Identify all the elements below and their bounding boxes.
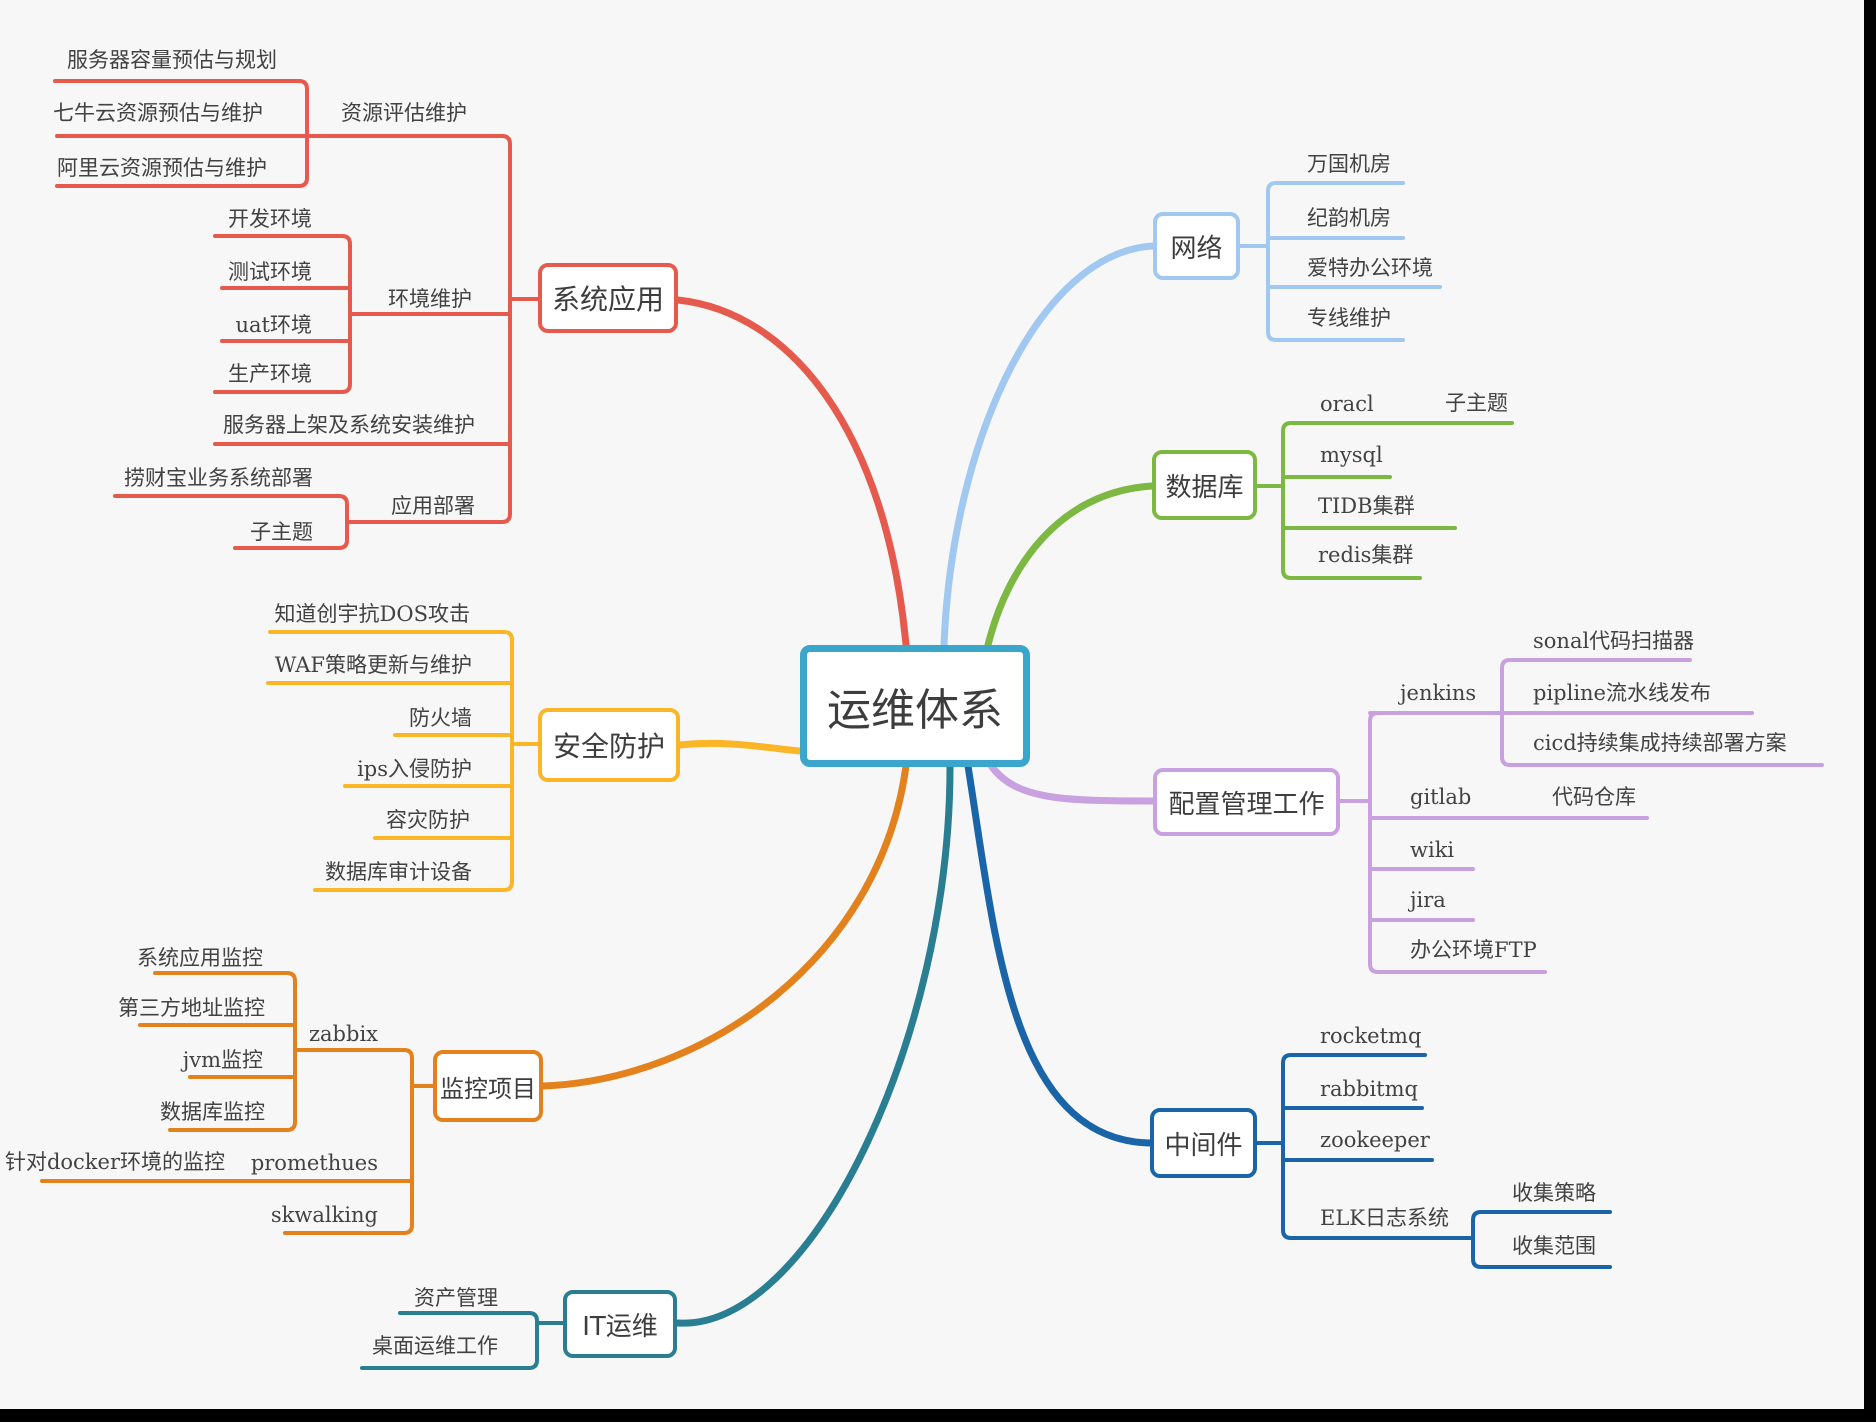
topic-db-audit[interactable]: 数据库审计设备	[325, 860, 472, 884]
topic-app-deploy[interactable]: 应用部署	[391, 494, 475, 518]
branch-node-network[interactable]: 网络	[1153, 212, 1240, 280]
topic-jvm-monitor[interactable]: jvm监控	[182, 1048, 263, 1072]
topic-elk-log-system[interactable]: ELK日志系统	[1320, 1206, 1449, 1230]
topic-collect-scope[interactable]: 收集范围	[1512, 1234, 1596, 1258]
topic-asset-mgmt[interactable]: 资产管理	[414, 1286, 498, 1310]
topic-jiyun-idc[interactable]: 纪韵机房	[1307, 206, 1391, 230]
branch-node-config-mgmt[interactable]: 配置管理工作	[1153, 768, 1340, 836]
topic-collect-strategy[interactable]: 收集策略	[1512, 1181, 1596, 1205]
branch-node-database[interactable]: 数据库	[1152, 450, 1257, 520]
topic-redis-cluster[interactable]: redis集群	[1318, 543, 1414, 567]
branch-node-monitoring[interactable]: 监控项目	[433, 1050, 543, 1122]
branch-node-middleware[interactable]: 中间件	[1150, 1108, 1257, 1178]
topic-mysql[interactable]: mysql	[1320, 443, 1383, 467]
branch-lines-middleware	[964, 762, 1612, 1269]
topic-laocaibao-deploy[interactable]: 捞财宝业务系统部署	[124, 466, 313, 490]
branch-lines-system-app	[53, 79, 910, 649]
topic-zabbix[interactable]: zabbix	[308, 1022, 378, 1046]
topic-desktop-ops[interactable]: 桌面运维工作	[372, 1334, 498, 1358]
letterbox-bottom-edge	[0, 1409, 1876, 1422]
topic-uat-env[interactable]: uat环境	[235, 313, 312, 337]
topic-prometheus[interactable]: promethues	[250, 1151, 378, 1175]
topic-capacity-planning[interactable]: 服务器容量预估与规划	[67, 48, 277, 72]
topic-deploy-subtopic[interactable]: 子主题	[250, 520, 313, 544]
branch-lines-security	[266, 630, 804, 892]
topic-anti-ddos[interactable]: 知道创宇抗DOS攻击	[274, 602, 470, 626]
topic-pipeline-release[interactable]: pipline流水线发布	[1533, 681, 1711, 705]
topic-qiniu-resource[interactable]: 七牛云资源预估与维护	[53, 101, 263, 125]
branch-lines-monitoring	[40, 762, 910, 1235]
topic-ips[interactable]: ips入侵防护	[357, 757, 472, 781]
topic-docker-monitor[interactable]: 针对docker环境的监控	[4, 1150, 225, 1174]
letterbox-right-edge	[1864, 0, 1876, 1422]
topic-wiki[interactable]: wiki	[1410, 838, 1455, 862]
branch-lines-database	[984, 421, 1514, 649]
branch-lines-config-mgmt	[986, 658, 1824, 974]
topic-oracle-subtopic[interactable]: 子主题	[1445, 391, 1508, 415]
topic-db-monitor[interactable]: 数据库监控	[160, 1100, 265, 1124]
branch-node-it-ops[interactable]: IT运维	[563, 1290, 677, 1358]
branch-lines-it-ops	[360, 763, 954, 1370]
topic-sysapp-monitor[interactable]: 系统应用监控	[137, 946, 263, 970]
topic-dev-env[interactable]: 开发环境	[228, 207, 312, 231]
topic-rabbitmq[interactable]: rabbitmq	[1320, 1077, 1418, 1101]
topic-skywalking[interactable]: skwalking	[270, 1203, 378, 1227]
topic-jira[interactable]: jira	[1410, 888, 1446, 912]
topic-resource-eval[interactable]: 资源评估维护	[341, 101, 467, 125]
topic-gitlab[interactable]: gitlab	[1410, 785, 1472, 809]
topic-zookeeper[interactable]: zookeeper	[1320, 1128, 1430, 1152]
topic-disaster-recovery[interactable]: 容灾防护	[386, 808, 470, 832]
topic-sonar-scanner[interactable]: sonal代码扫描器	[1533, 629, 1695, 653]
topic-thirdparty-monitor[interactable]: 第三方地址监控	[118, 996, 265, 1020]
topic-rocketmq[interactable]: rocketmq	[1320, 1024, 1422, 1048]
topic-aite-office[interactable]: 爱特办公环境	[1307, 256, 1433, 280]
topic-cicd-plan[interactable]: cicd持续集成持续部署方案	[1533, 731, 1787, 755]
topic-test-env[interactable]: 测试环境	[228, 260, 312, 284]
topic-firewall[interactable]: 防火墙	[409, 706, 472, 730]
topic-tidb-cluster[interactable]: TIDB集群	[1318, 494, 1415, 518]
topic-code-repo[interactable]: 代码仓库	[1552, 785, 1636, 809]
topic-jenkins[interactable]: jenkins	[1400, 681, 1477, 705]
branch-node-security[interactable]: 安全防护	[538, 708, 680, 782]
topic-oracle[interactable]: oracl	[1320, 392, 1374, 416]
central-topic[interactable]: 运维体系	[800, 645, 1030, 767]
branch-node-system-app[interactable]: 系统应用	[538, 263, 678, 333]
topic-prod-env[interactable]: 生产环境	[228, 362, 312, 386]
topic-office-ftp[interactable]: 办公环境FTP	[1410, 938, 1537, 962]
topic-env-maintenance[interactable]: 环境维护	[388, 287, 472, 311]
topic-wanguo-idc[interactable]: 万国机房	[1307, 152, 1391, 176]
branch-lines-network	[940, 181, 1442, 649]
topic-aliyun-resource[interactable]: 阿里云资源预估与维护	[57, 156, 267, 180]
topic-server-install[interactable]: 服务器上架及系统安装维护	[223, 413, 475, 437]
topic-leased-line[interactable]: 专线维护	[1307, 306, 1391, 330]
topic-waf-policy[interactable]: WAF策略更新与维护	[274, 653, 472, 677]
